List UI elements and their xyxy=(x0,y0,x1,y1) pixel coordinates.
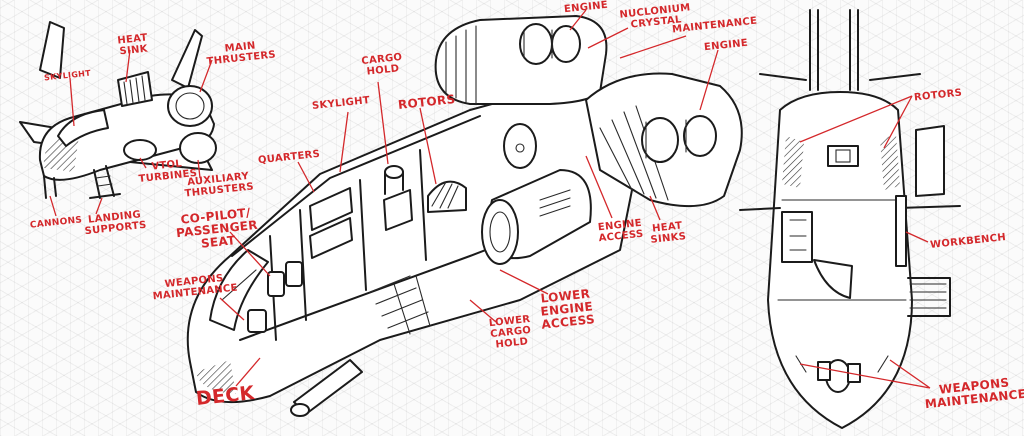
leader-lines xyxy=(49,9,931,389)
label-heat-sink-small: HEAT SINK xyxy=(116,32,149,58)
label-cargo-hold: CARGO HOLD xyxy=(360,51,403,78)
plan-view xyxy=(739,9,961,429)
label-lower-engine-access: LOWER ENGINE ACCESS xyxy=(539,286,596,332)
exterior-sketch xyxy=(19,21,217,199)
main-cutaway xyxy=(186,15,743,417)
label-lower-cargo-hold: LOWER CARGO HOLD xyxy=(488,313,532,351)
label-heat-sinks: HEAT SINKS xyxy=(650,220,687,246)
label-engine-access: ENGINE ACCESS xyxy=(597,217,645,245)
